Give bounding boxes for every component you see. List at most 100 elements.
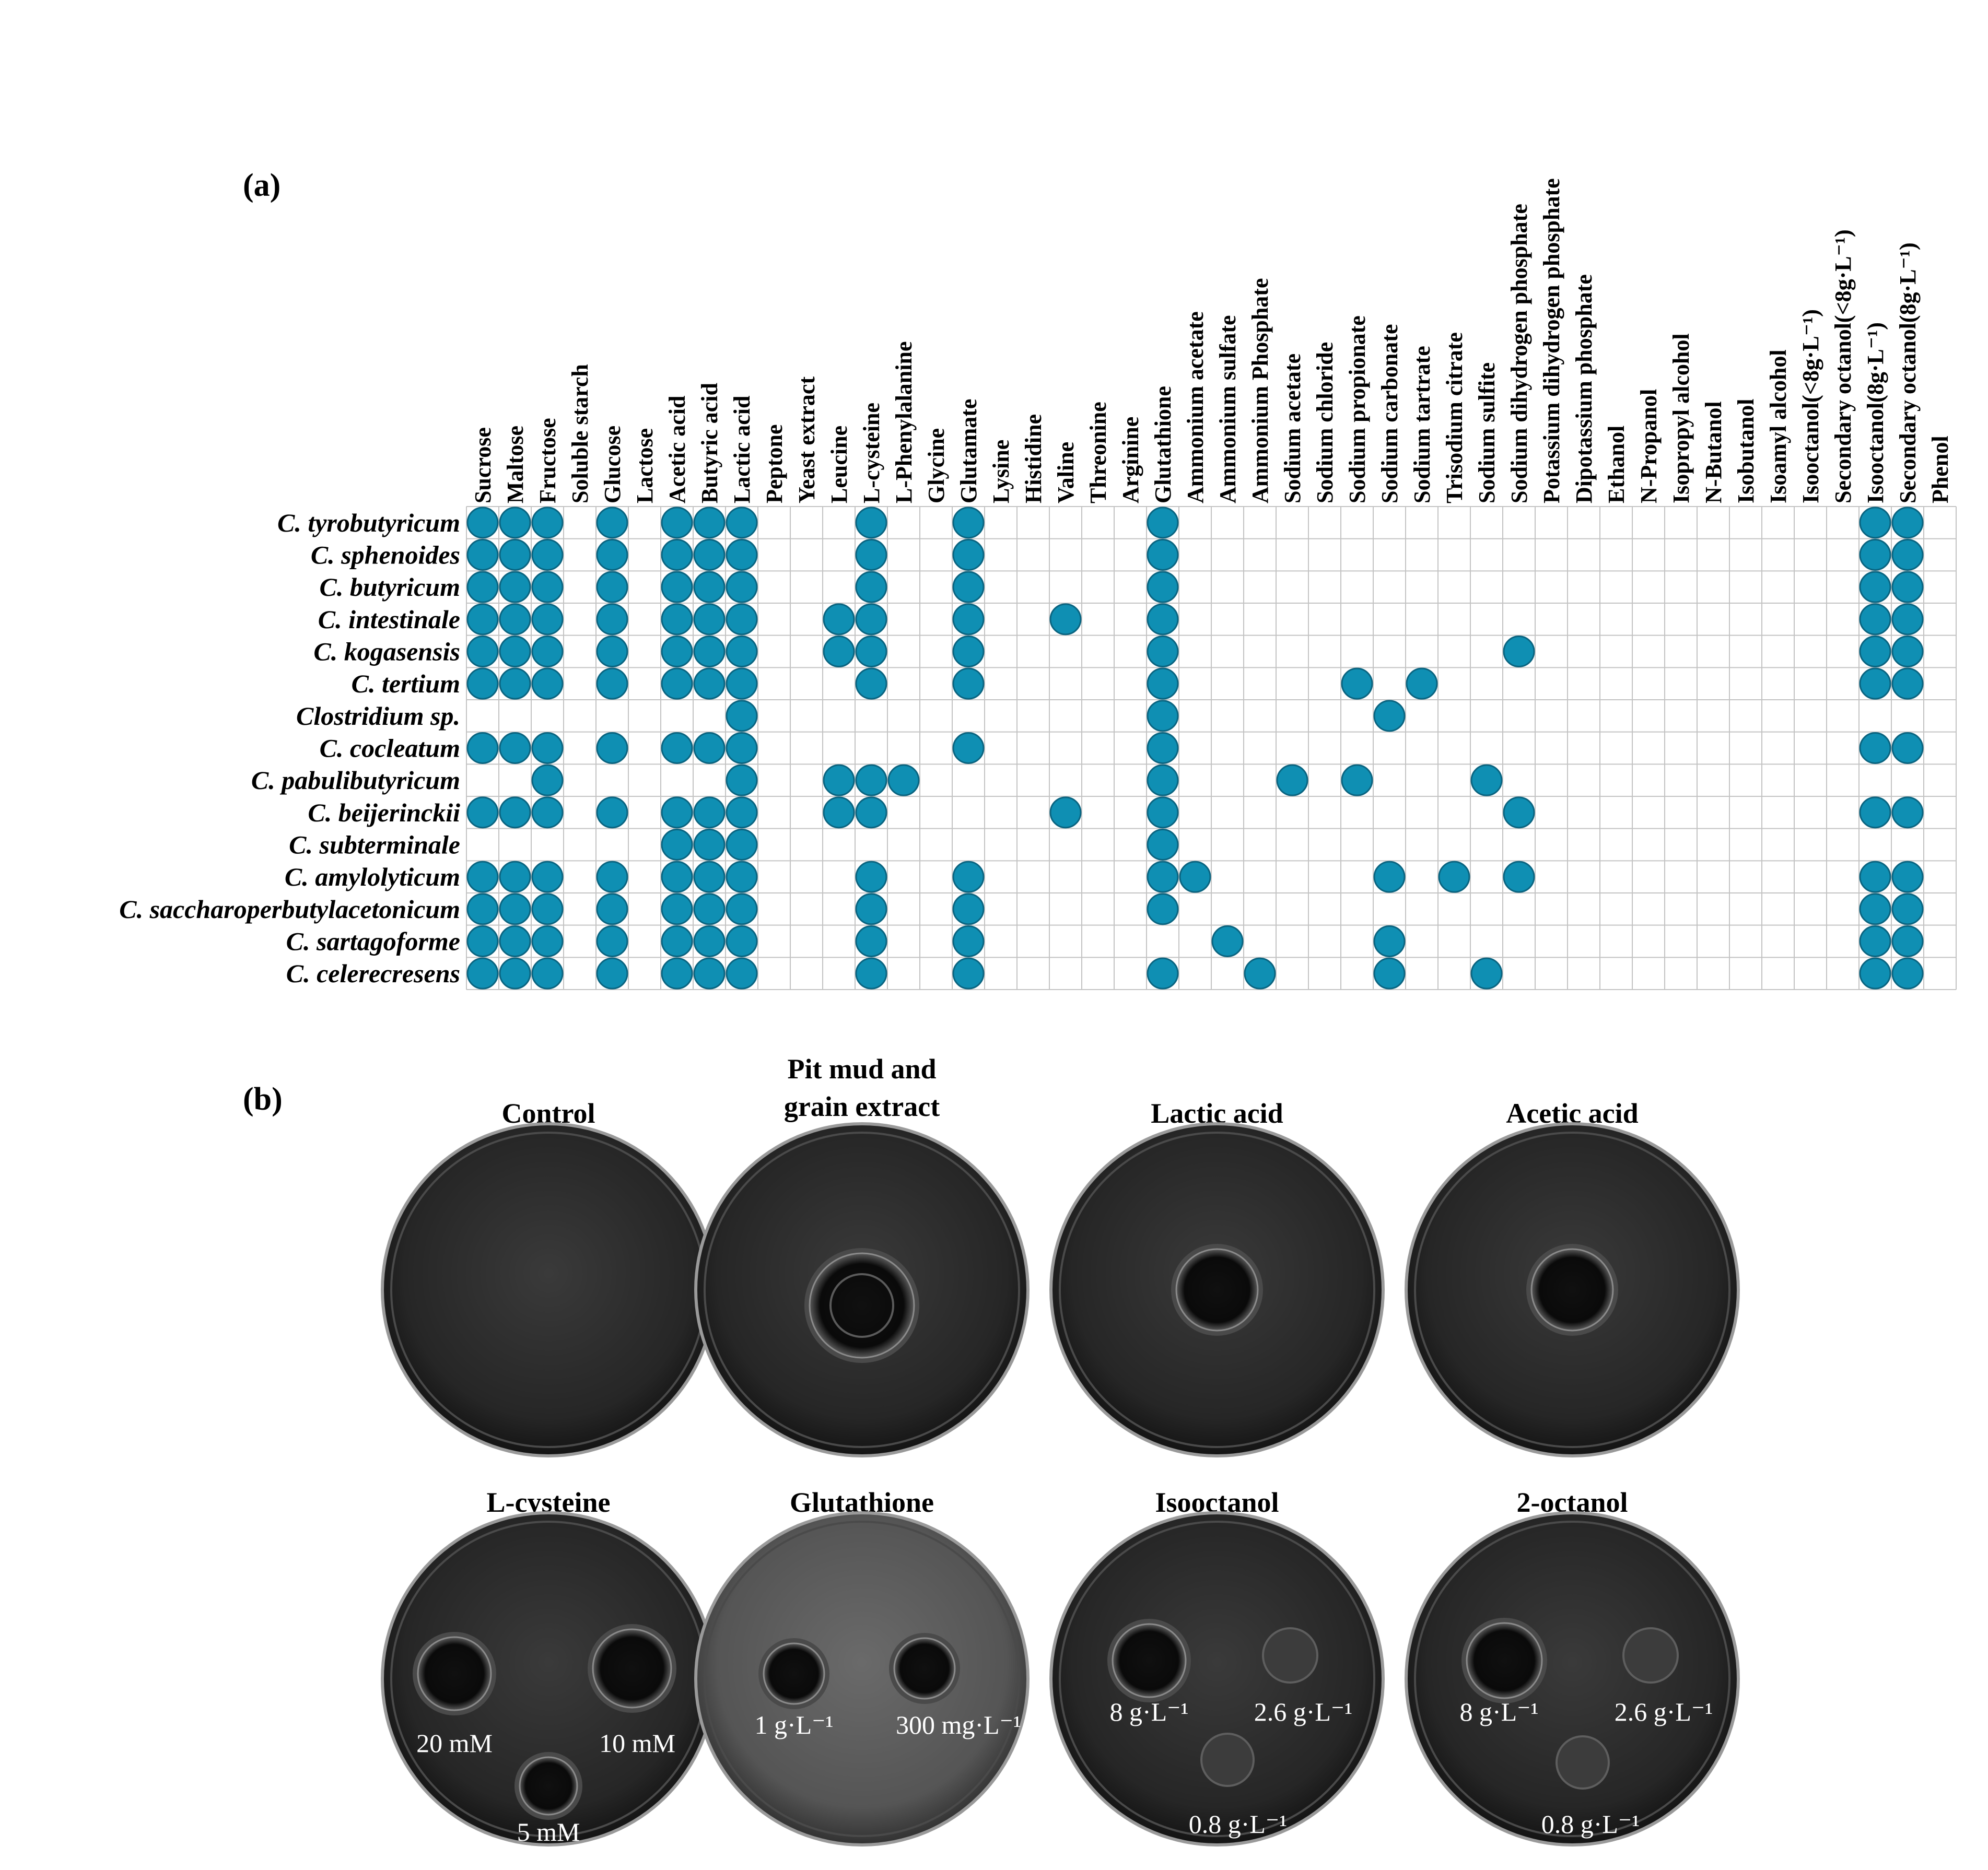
column-label: Glucose <box>600 426 625 503</box>
presence-marker <box>952 732 985 764</box>
presence-marker <box>661 796 693 829</box>
row-label: C. sartagoforme <box>286 927 460 956</box>
column-label: Glutathione <box>1150 386 1176 503</box>
presence-marker <box>1147 603 1179 636</box>
presence-marker <box>661 636 693 667</box>
presence-marker <box>855 764 887 796</box>
presence-marker <box>1276 764 1308 796</box>
presence-marker <box>531 925 564 957</box>
presence-marker <box>726 829 758 861</box>
presence-marker <box>952 507 985 539</box>
presence-marker <box>1891 603 1924 636</box>
row-label: C. pabulibutyricum <box>251 766 460 795</box>
presence-marker <box>823 636 855 667</box>
presence-marker <box>499 861 531 893</box>
presence-marker <box>1859 539 1891 571</box>
presence-marker <box>596 925 628 957</box>
plate-inner-edge <box>1059 1521 1375 1837</box>
presence-marker <box>1373 700 1406 732</box>
presence-marker <box>531 796 564 829</box>
presence-marker <box>1406 667 1438 700</box>
concentration-label: 10 mM <box>599 1728 675 1758</box>
plate-inner-edge <box>1059 1132 1375 1448</box>
inhibition-zone <box>893 1637 956 1700</box>
presence-marker <box>531 667 564 700</box>
row-label: C. tertium <box>352 669 460 698</box>
concentration-label: 0.8 g·L⁻¹ <box>1189 1809 1288 1839</box>
presence-marker <box>952 603 985 636</box>
presence-marker <box>855 603 887 636</box>
presence-marker <box>1891 667 1924 700</box>
column-label: Arginine <box>1118 417 1143 503</box>
presence-marker <box>499 507 531 539</box>
presence-marker <box>531 571 564 603</box>
column-label: Sodium propionate <box>1344 315 1370 503</box>
presence-marker <box>952 539 985 571</box>
presence-marker <box>1503 861 1535 893</box>
presence-marker <box>596 603 628 636</box>
presence-marker <box>1147 700 1179 732</box>
column-label: Histidine <box>1021 414 1046 503</box>
presence-marker <box>466 957 499 990</box>
presence-marker <box>596 539 628 571</box>
inhibition-zone <box>809 1252 915 1359</box>
presence-marker <box>855 861 887 893</box>
presence-marker <box>1438 861 1470 893</box>
column-label: Yeast extract <box>794 377 820 503</box>
inhibition-zone <box>1622 1627 1679 1684</box>
presence-marker <box>1859 861 1891 893</box>
presence-marker <box>661 732 693 764</box>
presence-marker <box>1859 732 1891 764</box>
presence-marker <box>661 507 693 539</box>
presence-marker <box>855 571 887 603</box>
presence-marker <box>466 539 499 571</box>
presence-marker <box>1049 603 1082 636</box>
presence-marker <box>661 571 693 603</box>
column-label: Maltose <box>502 426 528 503</box>
inhibition-zone <box>1175 1248 1259 1332</box>
agar-plate <box>697 1514 1026 1843</box>
presence-marker <box>596 636 628 667</box>
presence-marker <box>466 603 499 636</box>
concentration-label: 8 g·L⁻¹ <box>1109 1697 1188 1726</box>
inhibition-zone <box>519 1756 578 1816</box>
presence-marker <box>531 764 564 796</box>
row-label: C. intestinale <box>318 605 460 634</box>
presence-marker <box>466 925 499 957</box>
presence-marker <box>1341 667 1373 700</box>
presence-marker <box>499 667 531 700</box>
presence-marker <box>1147 796 1179 829</box>
presence-marker <box>531 732 564 764</box>
row-label: C. amylolyticum <box>285 862 460 891</box>
presence-marker <box>726 732 758 764</box>
presence-marker <box>952 925 985 957</box>
presence-marker <box>952 893 985 925</box>
presence-marker <box>1470 957 1503 990</box>
row-label: C. subterminale <box>289 830 460 860</box>
presence-marker <box>1147 539 1179 571</box>
presence-marker <box>726 571 758 603</box>
presence-marker <box>661 861 693 893</box>
presence-marker <box>466 732 499 764</box>
column-label: Isooctanol(<8g·L⁻¹) <box>1798 309 1823 503</box>
presence-marker <box>1859 796 1891 829</box>
inhibition-zone <box>1262 1627 1318 1684</box>
column-label: Sodium dihydrogen phosphate <box>1506 204 1532 503</box>
presence-marker <box>466 861 499 893</box>
presence-marker <box>1859 507 1891 539</box>
presence-marker <box>1891 636 1924 667</box>
column-label: Ethanol <box>1604 426 1629 503</box>
presence-marker <box>466 667 499 700</box>
presence-marker <box>952 957 985 990</box>
presence-marker <box>693 732 726 764</box>
concentration-label: 2.6 g·L⁻¹ <box>1615 1697 1713 1726</box>
row-label: C. beijerinckii <box>308 798 460 827</box>
presence-marker <box>499 636 531 667</box>
plate-inner-edge <box>704 1132 1020 1448</box>
presence-marker <box>661 603 693 636</box>
presence-marker <box>726 539 758 571</box>
presence-marker <box>855 796 887 829</box>
inhibition-zone <box>417 1636 492 1711</box>
column-label: Leucine <box>826 426 852 503</box>
